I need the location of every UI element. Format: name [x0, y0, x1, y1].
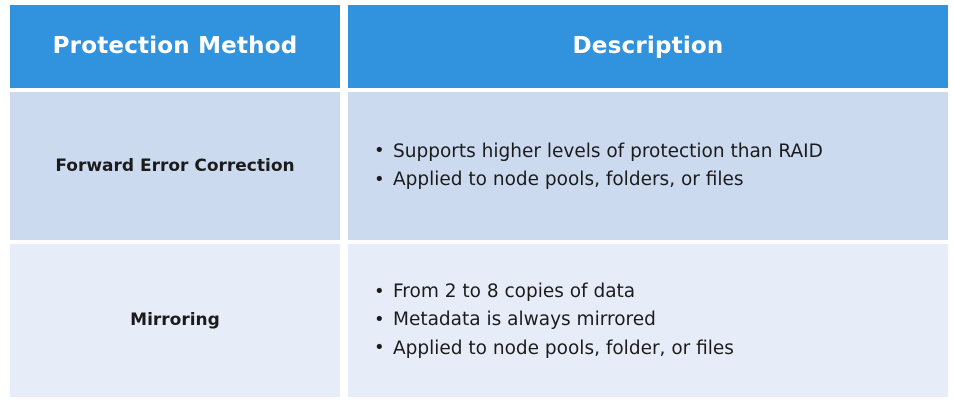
list-item: Supports higher levels of protection tha… [374, 137, 930, 166]
cell-method-name-row-1: Forward Error Correction [55, 155, 295, 176]
list-item: Applied to node pools, folder, or files [374, 334, 930, 363]
header-row-divider-right [348, 88, 948, 92]
bullet-list-row-1: Supports higher levels of protection tha… [374, 137, 930, 194]
cell-description-row-1: Supports higher levels of protection tha… [348, 92, 948, 240]
table-grid: Protection Method Description Forward Er… [10, 5, 948, 401]
header-column-divider [340, 5, 348, 88]
header-row-divider-mid [340, 88, 348, 92]
table-header-cell-protection-method: Protection Method [10, 5, 340, 88]
cell-method-name-row-2: Mirroring [130, 310, 220, 331]
protection-methods-table: Protection Method Description Forward Er… [10, 5, 948, 401]
row-divider-mid [340, 240, 348, 244]
column-header-label-protection-method: Protection Method [52, 32, 298, 59]
list-item: Metadata is always mirrored [374, 306, 930, 334]
table-row: Mirroring [10, 244, 340, 397]
row-divider-left [10, 240, 340, 244]
cell-description-row-2: From 2 to 8 copies of data Metadata is a… [348, 244, 948, 397]
bullet-list-row-2: From 2 to 8 copies of data Metadata is a… [374, 278, 930, 362]
list-item: From 2 to 8 copies of data [374, 278, 930, 306]
row-1-column-divider [340, 92, 348, 240]
table-header-cell-description: Description [348, 5, 948, 88]
column-header-label-description: Description [572, 32, 724, 59]
table-row: Forward Error Correction [10, 92, 340, 240]
list-item: Applied to node pools, folders, or files [374, 165, 930, 194]
row-2-column-divider [340, 244, 348, 397]
header-row-divider-left [10, 88, 340, 92]
row-divider-right [348, 240, 948, 244]
